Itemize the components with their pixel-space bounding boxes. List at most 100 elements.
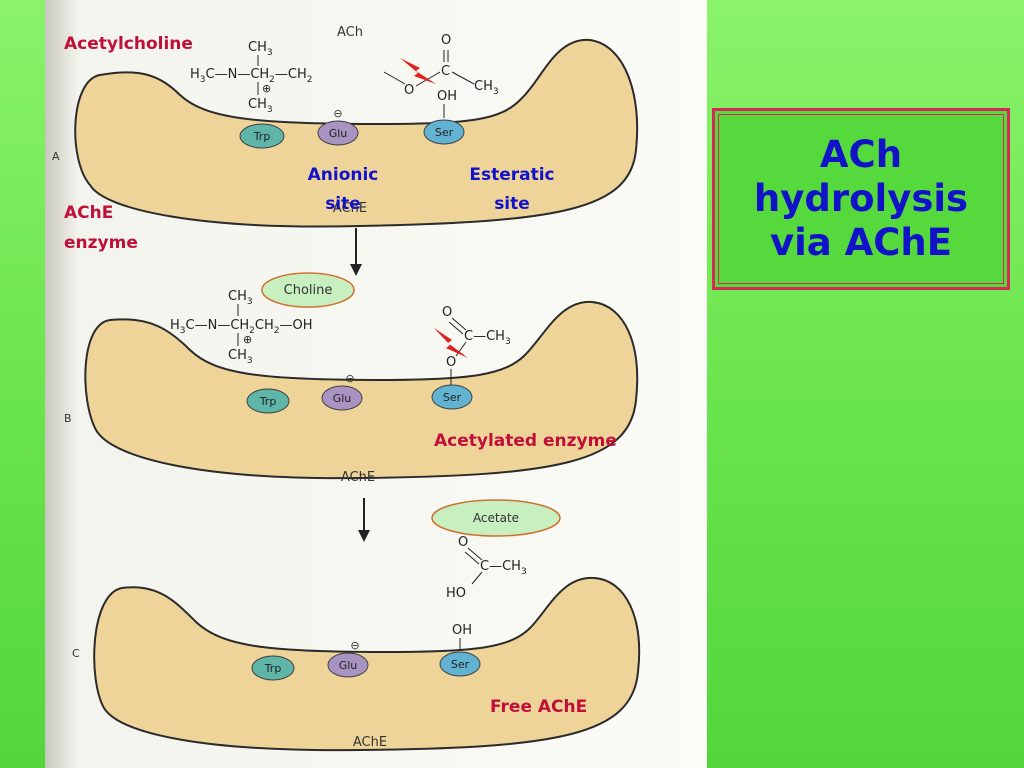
annotation-anionic-line2: site <box>325 194 361 214</box>
formula-text: C—CH <box>480 559 521 574</box>
formula-acetate: O C—CH3 HO OH <box>446 535 527 654</box>
formula-text: O <box>441 33 451 48</box>
svg-text:C—CH3: C—CH3 <box>480 559 527 577</box>
formula-text: H <box>170 318 180 333</box>
diagram-panel: A AChE ACh CH3 H3C—N—CH2—CH2 ⊕ CH3 O O C… <box>45 0 707 768</box>
residue-ser <box>439 651 481 677</box>
residue-ser <box>431 384 473 410</box>
annotation-anionic-line1: Anionic <box>308 165 379 185</box>
svg-text:C—CH3: C—CH3 <box>464 329 511 347</box>
annotation-acetylated-enzyme: Acetylated enzyme <box>434 431 617 451</box>
formula-text: OH <box>437 89 457 104</box>
residue-label: Ser <box>435 126 454 139</box>
residue-glu <box>317 120 359 146</box>
svg-text:H3C—N—CH2CH2—OH: H3C—N—CH2CH2—OH <box>170 318 313 336</box>
subscript: 3 <box>493 87 499 97</box>
formula-text: OH <box>452 623 472 638</box>
bond-line <box>471 571 483 585</box>
formula-text: C—N—CH <box>206 67 270 82</box>
lightning-icon <box>434 328 468 358</box>
residue-label: Trp <box>259 395 277 408</box>
annotation-ache-line2: enzyme <box>64 233 138 253</box>
annotation-free-ache: Free AChE <box>490 697 587 717</box>
panel-label-c: C <box>72 647 80 660</box>
arrow-head-icon <box>350 264 362 276</box>
formula-text: HO <box>446 586 466 601</box>
title-line-3: via AChE <box>769 221 953 264</box>
subscript: 3 <box>267 48 273 58</box>
formula-text: O <box>446 355 456 370</box>
bond-line <box>451 71 475 85</box>
subscript: 2 <box>274 326 280 336</box>
svg-text:CH3: CH3 <box>228 348 253 366</box>
residue-glu <box>327 652 369 678</box>
residue-trp <box>239 123 285 149</box>
annotation-acetylcholine: Acetylcholine <box>64 34 193 54</box>
subscript: 3 <box>267 105 273 115</box>
subscript: 2 <box>269 75 275 85</box>
bond-line <box>448 321 464 335</box>
residue-label: Glu <box>339 659 358 672</box>
formula-text: O <box>458 535 468 550</box>
formula-text: CH <box>248 97 267 112</box>
svg-text:CH3: CH3 <box>248 40 273 58</box>
formula-text: CH <box>228 348 247 363</box>
choline-oval <box>261 272 355 308</box>
product-label-acetate: Acetate <box>473 511 519 525</box>
residue-trp <box>246 388 290 414</box>
formula-text: CH <box>248 40 267 55</box>
enzyme-label-a: AChE <box>333 201 367 216</box>
molecule-label-a: ACh <box>337 25 363 40</box>
formula-text: H <box>190 67 200 82</box>
formula-text: CH <box>255 318 274 333</box>
bond-line <box>451 317 467 331</box>
formula-text: C—CH <box>464 329 505 344</box>
residue-label: Glu <box>329 127 348 140</box>
subscript: 3 <box>521 567 527 577</box>
formula-text: O <box>404 83 414 98</box>
annotations-a: Acetylcholine AChE enzyme Anionic site E… <box>64 34 555 253</box>
formula-text: O <box>442 305 452 320</box>
title-line-1: ACh <box>819 133 903 176</box>
formula-text: —OH <box>280 318 313 333</box>
formula-text: —CH <box>275 67 307 82</box>
positive-charge: ⊕ <box>262 82 271 95</box>
annotation-ache-line1: AChE <box>64 203 113 223</box>
bond-line <box>464 551 480 565</box>
subscript: 2 <box>249 326 255 336</box>
svg-text:H3C—N—CH2—CH2: H3C—N—CH2—CH2 <box>190 67 313 85</box>
formula-text: CH <box>474 79 493 94</box>
lightning-icon <box>400 58 436 84</box>
subscript: 3 <box>200 75 206 85</box>
subscript: 2 <box>307 75 313 85</box>
panel-label-b: B <box>64 412 72 425</box>
formula-acetylcholine: CH3 H3C—N—CH2—CH2 ⊕ CH3 O O C CH3 OH <box>190 33 499 118</box>
residue-label: Ser <box>451 658 470 671</box>
negative-charge: ⊖ <box>345 372 354 385</box>
formula-text: CH <box>228 289 247 304</box>
enzyme-shape-b <box>84 300 639 480</box>
negative-charge: ⊖ <box>350 639 359 652</box>
positive-charge: ⊕ <box>243 333 252 346</box>
residue-label: Ser <box>443 391 462 404</box>
subscript: 3 <box>505 337 511 347</box>
formula-text: C—N—CH <box>186 318 250 333</box>
enzyme-label-b: AChE <box>341 470 375 485</box>
residue-ser <box>423 119 465 145</box>
diagram-svg: A AChE ACh CH3 H3C—N—CH2—CH2 ⊕ CH3 O O C… <box>45 0 707 768</box>
arrow-head-icon <box>358 530 370 542</box>
enzyme-label-c: AChE <box>353 735 387 750</box>
negative-charge: ⊖ <box>333 107 342 120</box>
bond-line <box>383 71 406 85</box>
residue-label: Glu <box>333 392 352 405</box>
title-box-inner: ACh hydrolysis via AChE <box>718 114 1004 284</box>
svg-text:CH3: CH3 <box>474 79 499 97</box>
panel-label-a: A <box>52 150 60 163</box>
subscript: 3 <box>180 326 186 336</box>
acetate-oval <box>431 499 561 537</box>
svg-text:CH3: CH3 <box>248 97 273 115</box>
title-box: ACh hydrolysis via AChE <box>712 108 1010 290</box>
residue-trp <box>251 655 295 681</box>
formula-choline: CH3 H3C—N—CH2CH2—OH ⊕ CH3 O C—CH3 O <box>170 289 511 386</box>
annotation-esteratic-line1: Esteratic <box>469 165 554 185</box>
